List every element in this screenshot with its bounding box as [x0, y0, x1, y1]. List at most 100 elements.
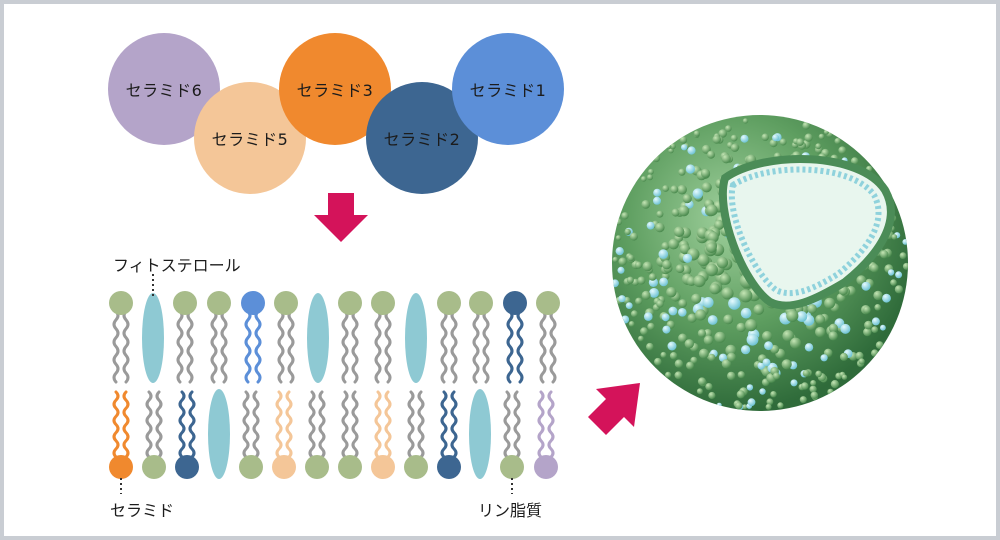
- lipid-head: [109, 291, 133, 315]
- bead-blue: [840, 323, 851, 334]
- lipid-head: [338, 291, 362, 315]
- bead-green: [641, 290, 651, 300]
- bead-green: [753, 304, 765, 315]
- bead-green: [705, 383, 713, 391]
- lipid-tail: [254, 309, 262, 384]
- bead-blue: [741, 345, 751, 355]
- lipid-head: [503, 291, 527, 315]
- lipid-tail: [407, 390, 415, 459]
- bead-green: [627, 254, 635, 262]
- bead-green: [640, 327, 648, 336]
- lipid-head: [371, 455, 395, 479]
- lipid-tail: [318, 390, 326, 459]
- sterol-body: [208, 389, 230, 479]
- bead-green: [618, 257, 627, 266]
- bead-green: [660, 351, 667, 358]
- bead-green: [628, 321, 635, 327]
- lipid-tail: [374, 390, 382, 459]
- bead-green: [677, 184, 687, 195]
- bead-blue: [764, 341, 773, 351]
- bead-green: [863, 306, 871, 314]
- bead-green: [725, 125, 732, 132]
- bead-blue: [880, 324, 886, 331]
- lipid-tail: [539, 309, 547, 384]
- bead-green: [671, 208, 680, 217]
- lipid-tail: [277, 309, 285, 384]
- bead-blue: [682, 253, 693, 263]
- bead-green: [693, 130, 700, 137]
- bead-green: [615, 235, 622, 241]
- bead-green: [810, 391, 818, 399]
- bead-green: [762, 331, 773, 342]
- lipid-tail: [440, 309, 448, 384]
- bead-green: [647, 322, 655, 331]
- bead-green: [725, 344, 737, 356]
- lipid-tail: [450, 390, 458, 459]
- down-arrow-shape: [314, 193, 368, 242]
- bead-blue: [644, 312, 653, 321]
- lipid-bilayer: [109, 291, 560, 479]
- sterol-body: [307, 293, 329, 383]
- bead-green: [815, 370, 822, 378]
- sterol-body: [142, 293, 164, 383]
- lipid-tail: [341, 390, 349, 459]
- bead-green: [647, 174, 653, 181]
- bead-green: [629, 232, 638, 241]
- bead-green: [642, 261, 653, 272]
- bead-green: [721, 154, 731, 164]
- bead-green: [769, 139, 778, 148]
- phospholipid-molecule: [500, 390, 524, 479]
- phospholipid-molecule: [142, 390, 166, 479]
- lipid-tail: [417, 390, 425, 459]
- phospholipid-molecule: [469, 291, 493, 384]
- ceramide-1-label: セラミド1: [469, 81, 547, 100]
- vesicle-opening: [718, 155, 895, 310]
- bead-green: [828, 331, 838, 341]
- bead-green: [823, 129, 830, 135]
- bead-green: [815, 314, 826, 325]
- phytosterol-molecule: [469, 389, 491, 479]
- sterol-body: [469, 389, 491, 479]
- bead-blue: [716, 402, 722, 408]
- phospholipid-molecule: [274, 291, 298, 384]
- ceramide-molecule: [272, 390, 296, 479]
- bead-blue: [617, 266, 625, 274]
- bead-green: [705, 263, 718, 277]
- bead-green: [637, 276, 646, 285]
- bead-green: [870, 263, 879, 273]
- lipid-head: [404, 455, 428, 479]
- ceramide-6-circle: セラミド6: [108, 33, 220, 145]
- lipid-head: [338, 455, 362, 479]
- bead-green: [696, 388, 703, 395]
- lipid-tail: [178, 390, 186, 459]
- bead-green: [656, 300, 664, 308]
- ceramide-6-label: セラミド6: [125, 81, 203, 100]
- lipid-tail: [285, 390, 293, 459]
- lipid-tail: [547, 390, 555, 459]
- bead-green: [796, 138, 804, 146]
- bead-blue: [662, 325, 671, 334]
- phytosterol-molecule: [142, 293, 164, 383]
- bead-green: [635, 297, 643, 305]
- bead-blue: [871, 317, 880, 326]
- bead-blue: [747, 398, 756, 407]
- bead-green: [621, 212, 629, 220]
- bead-green: [705, 242, 717, 254]
- bead-green: [640, 176, 647, 182]
- bead-green: [810, 380, 817, 386]
- ceramide-molecule: [437, 390, 461, 479]
- bead-green: [641, 200, 651, 209]
- bead-blue: [668, 306, 678, 316]
- phytosterol-molecule: [307, 293, 329, 383]
- bead-green: [707, 150, 715, 159]
- lipid-tail: [176, 309, 184, 384]
- lipid-tail: [440, 390, 448, 459]
- bead-green: [708, 353, 716, 362]
- lipid-tail: [122, 309, 130, 384]
- bead-blue: [646, 221, 655, 230]
- phospholipid-label: リン脂質: [478, 501, 543, 520]
- bead-blue: [796, 311, 808, 322]
- bead-green: [661, 242, 670, 251]
- phospholipid-molecule: [404, 390, 428, 479]
- leader-lines: [120, 274, 513, 494]
